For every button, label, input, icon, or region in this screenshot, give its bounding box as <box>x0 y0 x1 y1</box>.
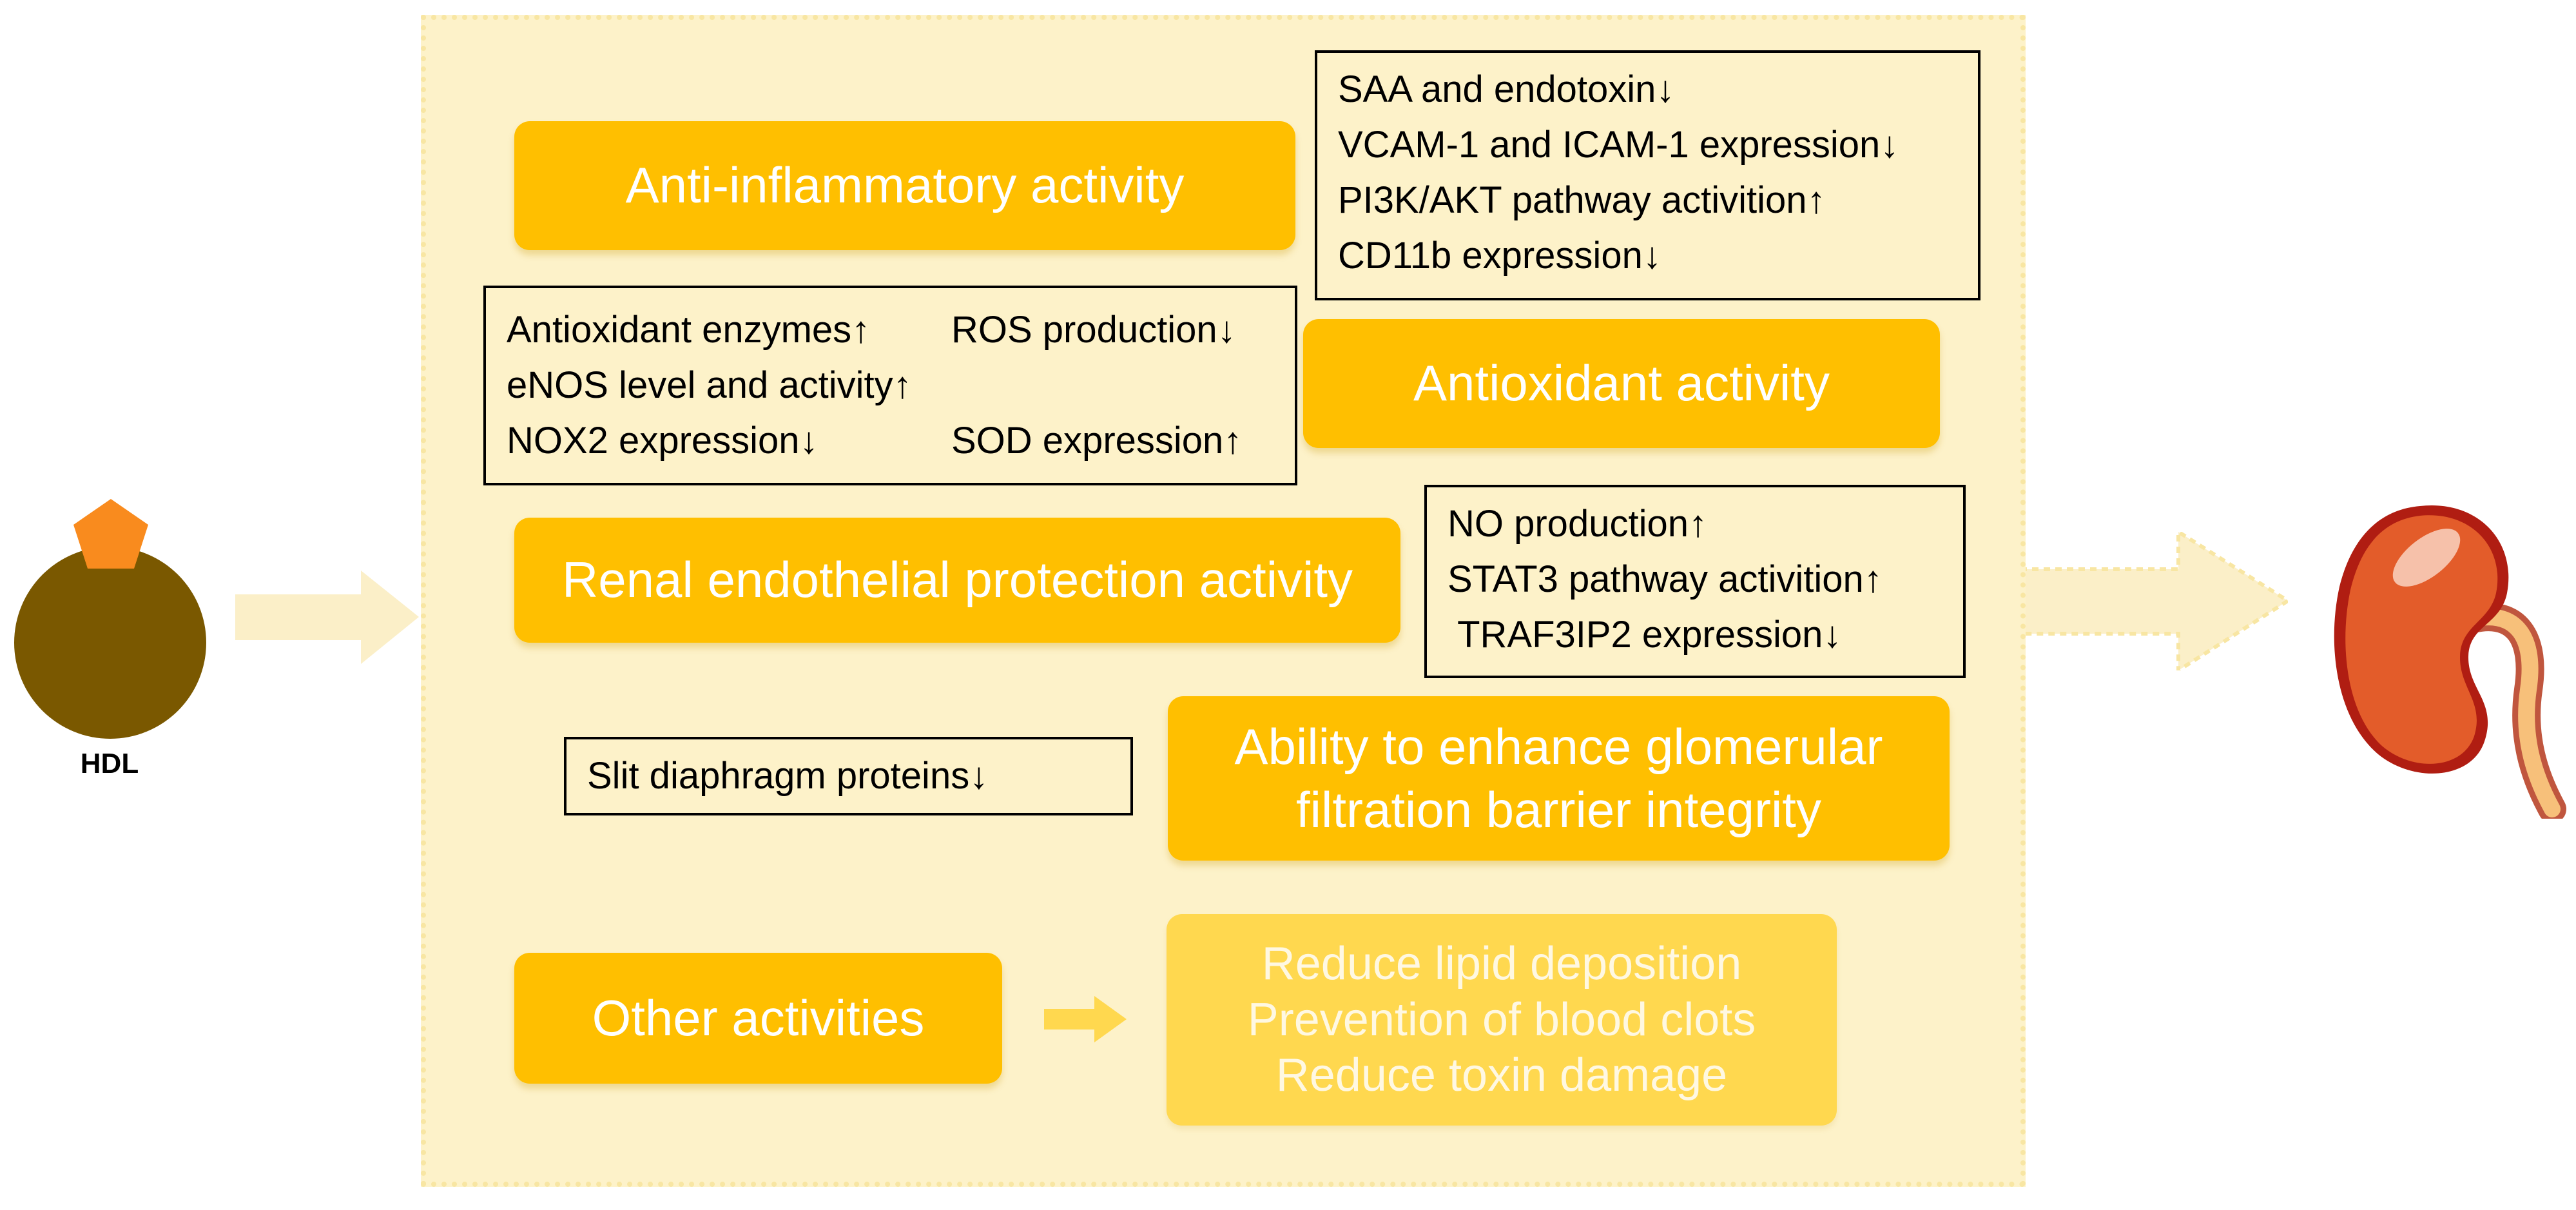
note-line: SAA and endotoxin↓ <box>1338 68 1675 110</box>
note-line: TRAF3IP2 expression↓ <box>1448 614 1842 656</box>
note-line: Slit diaphragm proteins↓ <box>587 755 989 797</box>
antioxidant-activity-box: Antioxidant activity <box>1303 319 1940 448</box>
anti-inflammatory-activity-box: Anti-inflammatory activity <box>514 121 1295 250</box>
right-arrow-icon <box>235 571 419 664</box>
note-line: SOD expression↑ <box>951 420 1243 462</box>
note-line: PI3K/AKT pathway activition↑ <box>1338 179 1826 221</box>
anti-inflammatory-activity-label: Anti-inflammatory activity <box>625 157 1185 214</box>
right-arrow-icon <box>1044 996 1127 1042</box>
note-line <box>951 358 1274 413</box>
note-line: eNOS level and activity↑ <box>507 364 912 406</box>
glomerular-label-line: filtration barrier integrity <box>1296 781 1821 838</box>
antioxidant-notes: Antioxidant enzymes↑ ROS production↓ eNO… <box>483 286 1297 485</box>
other-activities-box: Other activities <box>514 953 1002 1084</box>
note-line: ROS production↓ <box>951 309 1236 351</box>
right-arrow-icon <box>2020 532 2288 670</box>
glomerular-label-line: Ability to enhance glomerular <box>1234 718 1883 775</box>
glomerular-notes: Slit diaphragm proteins↓ <box>564 737 1133 815</box>
note-line: STAT3 pathway activition↑ <box>1448 558 1883 600</box>
kidney-icon <box>2334 505 2566 819</box>
other-effects-box: Reduce lipid deposition Prevention of bl… <box>1167 914 1837 1126</box>
other-activities-label: Other activities <box>592 989 925 1046</box>
note-line: CD11b expression↓ <box>1338 235 1661 277</box>
note-line: VCAM-1 and ICAM-1 expression↓ <box>1338 124 1899 166</box>
other-effect-line: Reduce lipid deposition <box>1261 938 1742 990</box>
antioxidant-activity-label: Antioxidant activity <box>1413 355 1830 412</box>
note-line: NOX2 expression↓ <box>507 420 818 462</box>
other-effect-line: Prevention of blood clots <box>1247 993 1756 1046</box>
hdl-particle-icon <box>14 547 206 739</box>
renal-endothelial-notes: NO production↑ STAT3 pathway activition↑… <box>1424 485 1966 678</box>
note-line: NO production↑ <box>1448 503 1707 545</box>
note-line: Antioxidant enzymes↑ <box>507 309 871 351</box>
anti-inflammatory-notes: SAA and endotoxin↓ VCAM-1 and ICAM-1 exp… <box>1315 50 1980 300</box>
glomerular-filtration-barrier-box: Ability to enhance glomerular filtration… <box>1168 696 1950 861</box>
apolipoprotein-pentagon-icon <box>73 499 148 569</box>
renal-endothelial-protection-box: Renal endothelial protection activity <box>514 518 1400 643</box>
renal-endothelial-protection-label: Renal endothelial protection activity <box>561 551 1353 609</box>
other-effect-line: Reduce toxin damage <box>1275 1049 1728 1102</box>
hdl-label: HDL <box>80 748 139 779</box>
